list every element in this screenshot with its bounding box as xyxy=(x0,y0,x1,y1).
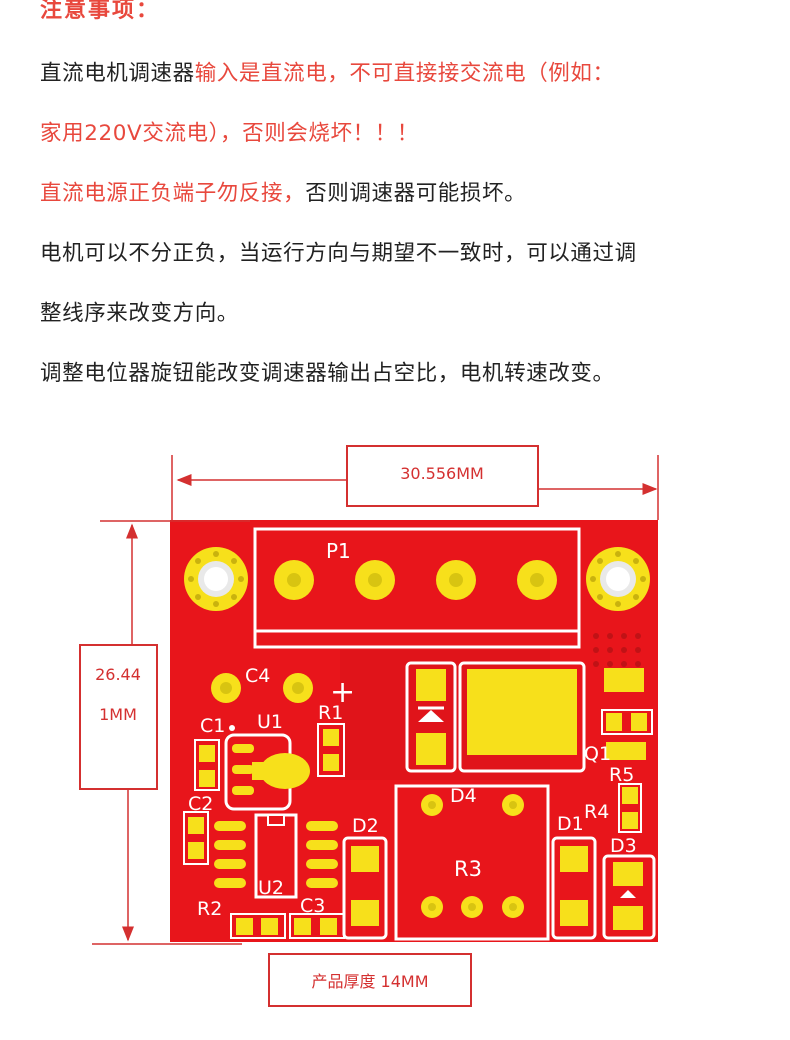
resistor-r2 xyxy=(230,913,286,939)
label-d2: D2 xyxy=(352,815,379,837)
note-line-3-dark: 否则调速器可能损坏。 xyxy=(305,181,527,206)
capacitor-c4 xyxy=(211,673,313,703)
transistor-q1 xyxy=(601,668,653,760)
label-q1: Q1 xyxy=(584,743,611,765)
mount-hole-left xyxy=(184,547,248,611)
diode-large xyxy=(405,661,457,773)
potentiometer-r3 xyxy=(394,784,550,941)
height-label-2: 1MM xyxy=(99,705,137,724)
label-r4: R4 xyxy=(584,801,609,823)
label-c2: C2 xyxy=(188,793,213,815)
note-line-2: 家用220V交流电），否则会烧坏！！！ xyxy=(40,121,419,146)
note-line-5: 整线序来改变方向。 xyxy=(40,301,239,326)
via-grid xyxy=(593,633,641,667)
label-r2: R2 xyxy=(197,898,222,920)
label-u2: U2 xyxy=(258,877,284,899)
thickness-label-box xyxy=(268,953,472,1007)
terminal-p1 xyxy=(253,527,581,649)
resistor-r1 xyxy=(317,723,345,777)
width-label-box xyxy=(346,445,539,507)
mount-hole-right xyxy=(586,547,650,611)
label-d1: D1 xyxy=(557,813,584,835)
note-line-4: 电机可以不分正负，当运行方向与期望不一致时，可以通过调 xyxy=(40,241,637,266)
label-d3: D3 xyxy=(610,835,637,857)
note-line-1: 直流电机调速器输入是直流电，不可直接接交流电（例如： xyxy=(40,56,615,87)
mosfet-pad xyxy=(458,661,586,773)
diode-d2 xyxy=(342,836,388,940)
resistor-r5 xyxy=(618,783,642,833)
label-p1: P1 xyxy=(326,539,351,563)
label-r1: R1 xyxy=(318,702,343,724)
capacitor-c3 xyxy=(289,913,345,939)
width-label: 30.556MM xyxy=(400,464,484,483)
note-line-3-red: 直流电源正负端子勿反接， xyxy=(40,181,306,206)
diode-d3 xyxy=(602,854,656,940)
note-line-6: 调整电位器旋钮能改变调速器输出占空比，电机转速改变。 xyxy=(40,361,615,386)
note-line-3: 直流电源正负端子勿反接，否则调速器可能损坏。 xyxy=(40,176,526,207)
regulator-u1 xyxy=(224,725,310,811)
capacitor-c2 xyxy=(183,811,209,865)
diode-d1 xyxy=(551,836,597,940)
pcb-diagram: P1 C4 + U1 C1 R1 C2 xyxy=(79,445,659,1007)
terminal-pad xyxy=(274,560,557,600)
label-c1: C1 xyxy=(200,715,225,737)
height-label-box xyxy=(79,644,158,790)
label-c4: C4 xyxy=(245,665,270,687)
note-line-1-dark: 直流电机调速器 xyxy=(40,61,195,86)
note-line-1-red: 输入是直流电，不可直接接交流电（例如： xyxy=(194,61,615,86)
label-plus: + xyxy=(330,675,355,710)
label-c3: C3 xyxy=(300,895,325,917)
notes-heading: 注意事项： xyxy=(40,0,161,23)
capacitor-c1 xyxy=(194,739,220,791)
label-d4: D4 xyxy=(450,785,477,807)
height-label-1: 26.44 xyxy=(95,665,141,684)
ic-u2 xyxy=(214,813,338,899)
label-r5: R5 xyxy=(609,764,634,786)
thickness-label: 产品厚度 14MM xyxy=(311,972,428,991)
label-u1: U1 xyxy=(257,711,283,733)
label-r3: R3 xyxy=(454,857,482,881)
